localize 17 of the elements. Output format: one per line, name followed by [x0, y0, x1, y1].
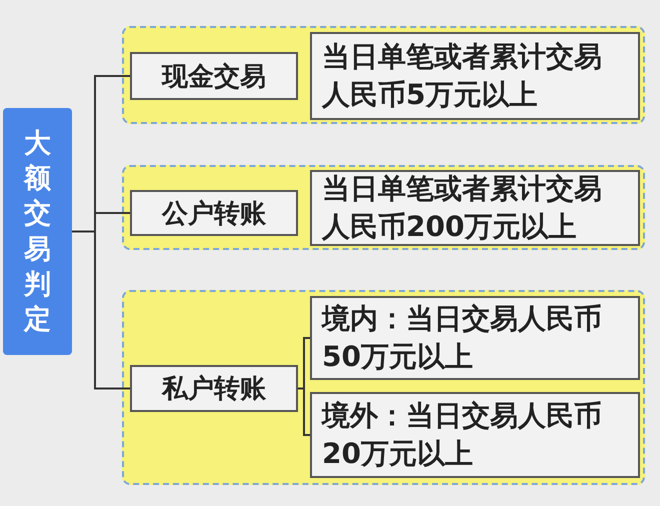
category-box	[130, 52, 298, 100]
title-text: 大额交易判定	[24, 127, 51, 337]
category-box	[130, 365, 298, 412]
root-box	[3, 108, 72, 355]
group-band	[122, 26, 645, 124]
category-text: 现金交易	[162, 60, 266, 94]
category-text: 公户转账	[162, 198, 266, 230]
rule-text: 境外：当日交易人民币20万元以上	[322, 398, 603, 472]
group-band	[122, 165, 645, 250]
rule-text: 当日单笔或者累计交易人民币200万元以上	[322, 171, 603, 245]
connector-line	[298, 388, 310, 436]
category-text: 私户转账	[162, 373, 266, 406]
connector-line	[72, 230, 130, 390]
rule-text: 境内：当日交易人民币50万元以上	[322, 301, 603, 375]
group-band	[122, 290, 645, 485]
category-box	[130, 190, 298, 236]
rule-text: 当日单笔或者累计交易人民币5万元以上	[322, 39, 603, 113]
